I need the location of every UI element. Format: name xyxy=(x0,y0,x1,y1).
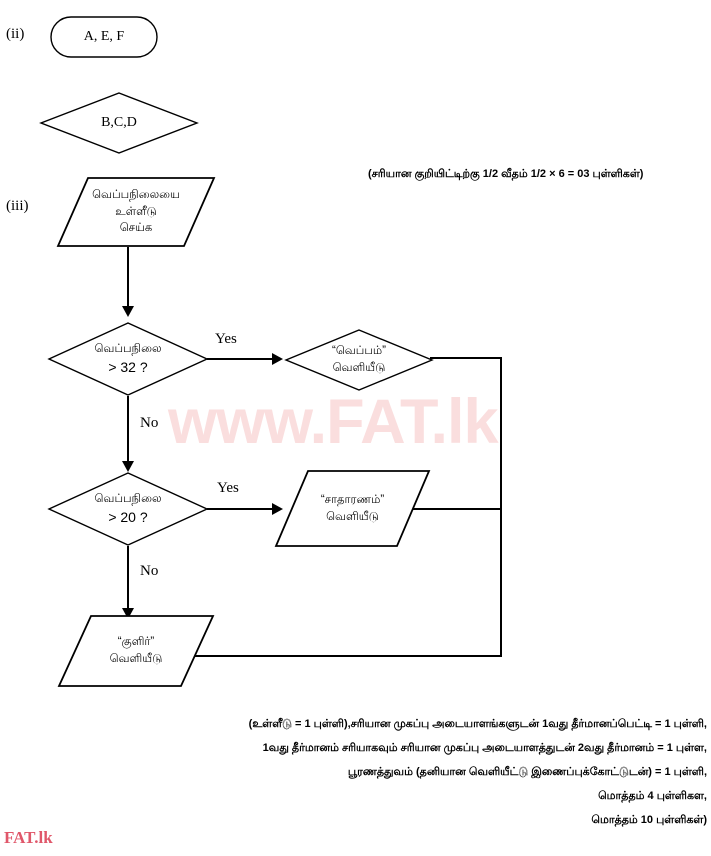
connector-hot-to-bus xyxy=(430,357,502,359)
arrowhead-input-to-decision1 xyxy=(122,306,134,317)
watermark: www.FAT.lk xyxy=(168,387,499,457)
arrowhead-decision1-no xyxy=(122,461,134,472)
footer-watermark: FAT.lk xyxy=(4,828,53,847)
flow-output-cold-shape: “குளிர்” வெளியீடு xyxy=(57,615,215,687)
branch-label-no-1: No xyxy=(140,415,159,431)
flow-output-normal-shape: “சாதாரணம்” வெளியீடு xyxy=(274,470,431,547)
connector-normal-to-bus xyxy=(404,508,502,510)
flow-decision1-shape: வெப்பநிலை > 32 ? xyxy=(47,322,209,396)
marking-scheme-block: (உள்ளீடு = 1 புள்ளி),சரியான முகப்பு அடைய… xyxy=(249,718,707,838)
flow-input-shape: வெப்பநிலையை உள்ளீடு செய்க xyxy=(56,177,216,247)
mark-note-part-ii: (சரியான குறியிட்டிற்கு 1/2 வீதம் 1/2 × 6… xyxy=(368,168,644,180)
terminator-shape-aef: A, E, F xyxy=(50,16,158,58)
arrowhead-decision2-yes xyxy=(272,503,283,515)
marking-line-3: பூரணத்துவம் (தனியான வெளியீட்டு இணைப்புக்… xyxy=(347,766,707,778)
connector-decision1-yes xyxy=(207,358,274,360)
section-label-ii: (ii) xyxy=(6,26,25,42)
arrowhead-decision1-yes xyxy=(272,353,283,365)
connector-merge-bus xyxy=(500,357,502,657)
decision-shape-bcd: B,C,D xyxy=(39,92,199,154)
branch-label-yes-2: Yes xyxy=(217,480,239,496)
connector-cold-to-bus xyxy=(195,655,502,657)
flow-output-hot-shape: “வெப்பம்” வெளியீடு xyxy=(284,329,434,391)
branch-label-no-2: No xyxy=(140,563,159,579)
marking-line-4: மொத்தம் 4 புள்ளிகள, xyxy=(598,790,707,802)
arrowhead-decision2-no xyxy=(122,608,134,619)
section-label-iii: (iii) xyxy=(6,198,29,214)
connector-decision2-no xyxy=(127,546,129,611)
connector-input-to-decision1 xyxy=(127,247,129,309)
flow-decision2-shape: வெப்பநிலை > 20 ? xyxy=(47,472,209,546)
connector-decision1-no xyxy=(127,396,129,464)
marking-line-1: (உள்ளீடு = 1 புள்ளி),சரியான முகப்பு அடைய… xyxy=(248,718,707,730)
marking-line-5: மொத்தம் 10 புள்ளிகள்) xyxy=(591,814,707,826)
marking-line-2: 1வது தீர்மானம் சரியாகவும் சரியான முகப்பு… xyxy=(262,742,707,754)
branch-label-yes-1: Yes xyxy=(215,331,237,347)
connector-decision2-yes xyxy=(207,508,274,510)
